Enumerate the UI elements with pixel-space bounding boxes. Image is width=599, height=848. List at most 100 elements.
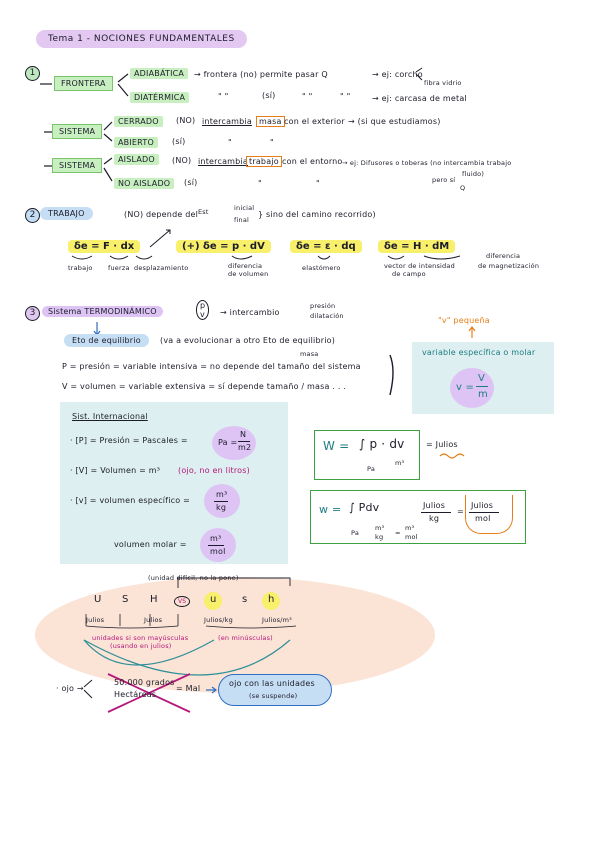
trabajo-depende: depende del xyxy=(146,210,199,219)
mal-text: = Mal xyxy=(176,684,201,693)
volumen-line: V = volumen = variable extensiva = sí de… xyxy=(62,382,347,391)
v-denominator: m xyxy=(478,389,488,400)
si-ojo-litros: (ojo, no en litros) xyxy=(178,466,250,475)
letter-S: S xyxy=(122,594,129,605)
frontera-label: FRONTERA xyxy=(54,76,113,91)
adiabatica-description: → frontera (no) permite pasar Q xyxy=(194,70,328,79)
formula-magnetizacion: δe = H · dM xyxy=(378,240,456,253)
abierto-quote-2: " xyxy=(270,138,274,147)
aislado-label: AISLADO xyxy=(114,154,159,165)
diatermica-example: → ej: carcasa de metal xyxy=(372,94,467,103)
letter-u: u xyxy=(210,594,217,605)
work-integral: ∫ p · dv xyxy=(359,437,405,451)
specific-kg: kg xyxy=(429,514,440,523)
work-W: W = xyxy=(323,439,350,453)
formula-fuerza: δe = F · dx xyxy=(68,240,141,253)
pv-p: p xyxy=(200,301,206,310)
work-formula-box: W = ∫ p · dv Pa m³ xyxy=(314,430,420,480)
work-pa: Pa xyxy=(367,465,376,473)
letter-U: U xyxy=(94,594,102,605)
julios-kg-h: Julios/m³ xyxy=(262,616,292,624)
vesp-numerator: m³ xyxy=(216,490,228,499)
cerrado-no: (NO) xyxy=(176,116,196,125)
specific-bar-1 xyxy=(421,512,451,513)
label-fuerza: fuerza xyxy=(108,264,130,272)
grados-text: 50.000 grados xyxy=(114,678,175,687)
pa-bubble xyxy=(212,426,256,460)
sistema-label: SISTEMA xyxy=(52,124,103,139)
dilatacion-text: dilatación xyxy=(310,312,344,320)
no-aislado-quote: " xyxy=(258,179,262,188)
specific-julios-num-2: Julios xyxy=(471,501,494,510)
abierto-si: (sí) xyxy=(172,137,186,146)
unidades-julios: (usando en julios) xyxy=(110,642,172,650)
specific-m3-num: m³ xyxy=(375,524,385,532)
cerrado-intercambia: intercambia xyxy=(202,117,252,126)
abierto-quote: " xyxy=(228,138,232,147)
trabajo-sino: } sino del camino recorrido) xyxy=(258,210,376,219)
label-intensidad: vector de intensidad xyxy=(384,262,455,270)
specific-julios-num: Julios xyxy=(423,501,446,510)
work-m3: m³ xyxy=(395,459,405,467)
specific-w: w = xyxy=(319,503,342,516)
formula-elastomero: δe = ε · dq xyxy=(290,240,362,253)
pa-bar xyxy=(238,441,250,442)
cerrado-exterior: con el exterior xyxy=(284,117,345,126)
si-volumen-especifico: · [v] = volumen específico = xyxy=(70,496,190,505)
pv-v: v xyxy=(200,310,205,319)
specific-bar-2 xyxy=(469,512,499,513)
masa-text: masa xyxy=(300,350,319,358)
vesp-bar xyxy=(214,501,228,502)
section-number-3: 3 xyxy=(25,306,40,321)
v-pequena: "v" pequeña xyxy=(438,316,490,325)
presion-line: P = presión = variable intensiva = no de… xyxy=(62,362,361,371)
vesp-denominator: kg xyxy=(216,503,227,512)
label-elastomero: elastómero xyxy=(302,264,341,272)
diatermica-quotes-3: " " xyxy=(340,92,351,101)
aislado-example-2: pero sí xyxy=(432,176,456,184)
trabajo-no: (NO) xyxy=(124,210,144,219)
letter-H: H xyxy=(150,594,158,605)
specific-m3-num-2: m³ xyxy=(405,524,415,532)
cerrado-masa: masa xyxy=(256,116,285,127)
trabajo-est: Est xyxy=(198,208,209,216)
aislado-q: Q xyxy=(460,184,466,192)
trabajo-final: final xyxy=(234,216,250,224)
diatermica-si: (sí) xyxy=(262,91,276,100)
si-title: Sist. Internacional xyxy=(72,412,148,421)
sistema-internacional-box: Sist. Internacional · [P] = Presión = Pa… xyxy=(60,402,288,564)
page-title: Tema 1 - NOCIONES FUNDAMENTALES xyxy=(36,30,247,48)
v-bubble xyxy=(450,368,494,408)
variable-especifica-box: variable específica o molar v = V m xyxy=(412,342,554,414)
ojo-unidades-bubble: ojo con las unidades (se suspende) xyxy=(218,674,332,706)
unidades-mayusculas: unidades si son mayúsculas xyxy=(92,634,189,642)
v-equals: v = xyxy=(456,382,475,393)
vmol-bar xyxy=(208,545,224,546)
specific-eq: = xyxy=(457,507,464,516)
aislado-entorno: con el entorno xyxy=(282,157,343,166)
v-fraction-bar xyxy=(476,386,488,387)
adiabatica-label: ADIABÁTICA xyxy=(130,68,189,79)
pa-equals: Pa = xyxy=(218,438,238,447)
specific-eq2: = xyxy=(395,529,401,537)
label-de-volumen: de volumen xyxy=(228,270,269,278)
hectareas-text: Hectáreas xyxy=(114,690,157,699)
cerrado-label: CERRADO xyxy=(114,116,163,127)
aislado-no: (NO) xyxy=(172,156,192,165)
trabajo-label: TRABAJO xyxy=(40,207,93,220)
diatermica-label: DIATÉRMICA xyxy=(130,92,190,103)
unidad-dificil-note: (unidad difícil, no la pone) xyxy=(148,574,239,582)
evolucionar-text: (va a evolucionar a otro Eto de equilibr… xyxy=(160,336,336,345)
trabajo-inicial: inicial xyxy=(234,204,255,212)
adiabatica-example: → ej: corcho xyxy=(372,70,423,79)
variable-especifica-label: variable específica o molar xyxy=(422,348,536,357)
aislado-example-3: fluido) xyxy=(462,170,485,178)
julios-H: Julios xyxy=(144,616,163,624)
si-volumen-molar: volumen molar = xyxy=(114,540,187,549)
h-highlight xyxy=(262,592,280,610)
formula-presion: (+) δe = p · dV xyxy=(176,240,271,253)
sistema-termodinamico-label: Sistema TERMODINÁMICO xyxy=(42,306,163,317)
cerrado-note: → (si que estudiamos) xyxy=(348,117,441,126)
no-aislado-label: NO AISLADO xyxy=(114,178,175,189)
label-trabajo: trabajo xyxy=(68,264,93,272)
